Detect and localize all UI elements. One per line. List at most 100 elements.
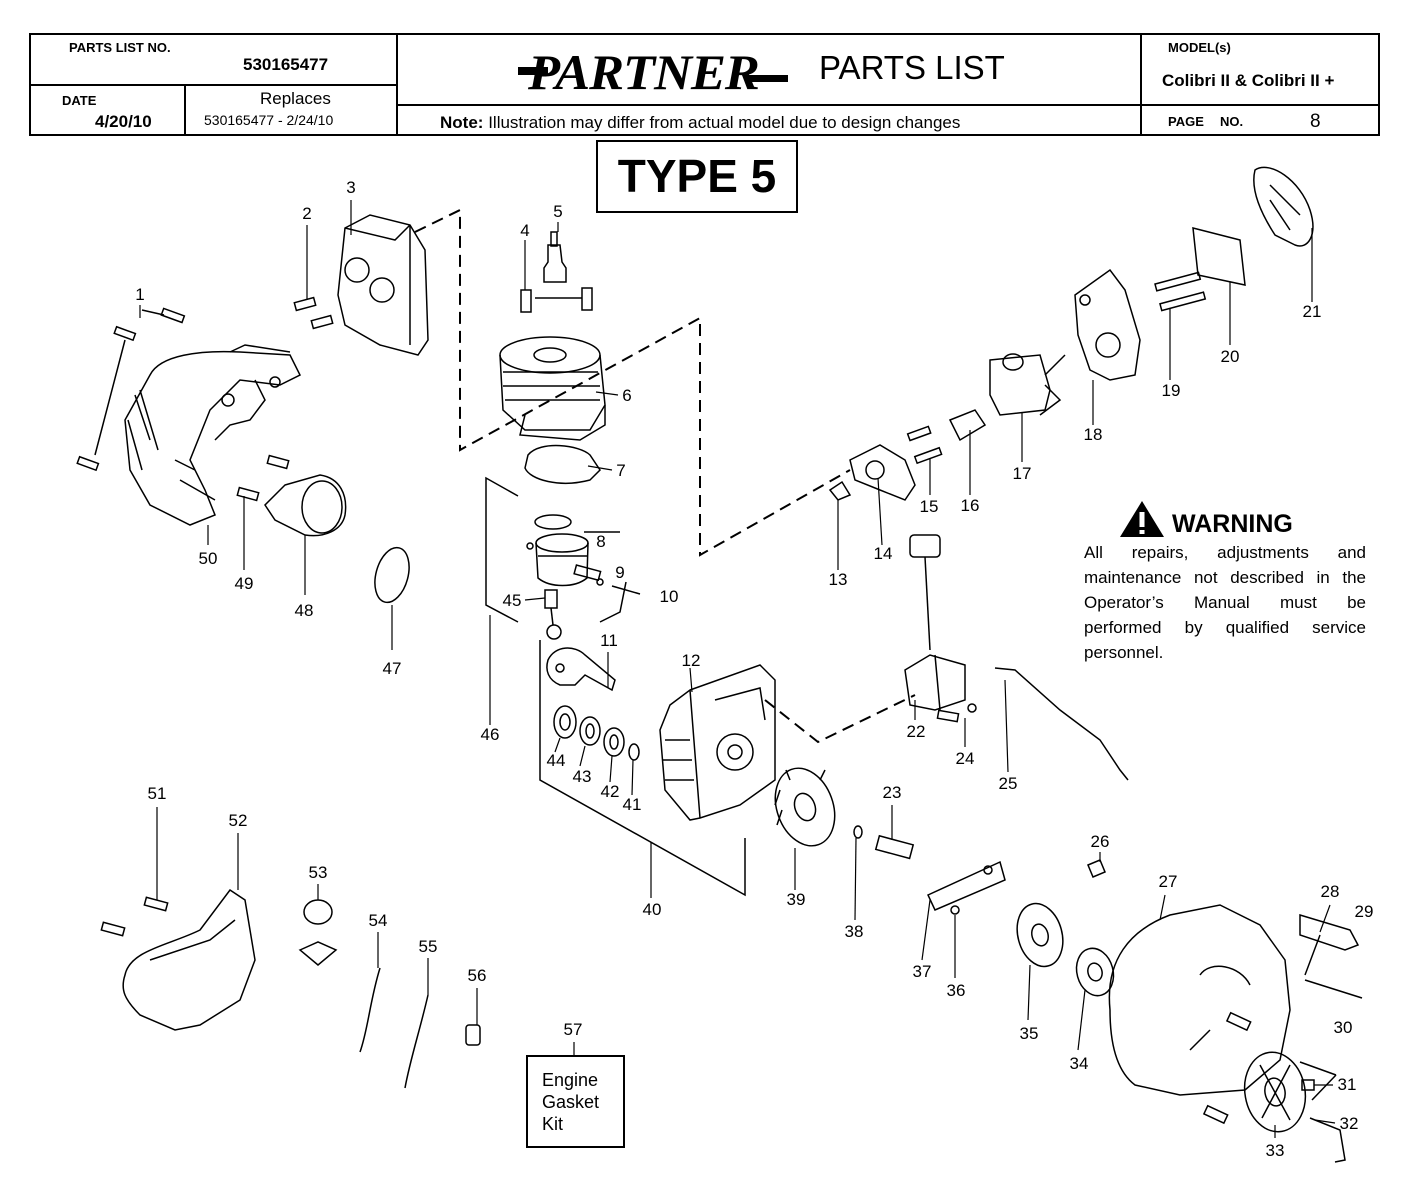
callout-8: 8 (596, 532, 606, 551)
part-23-spacer (874, 834, 915, 860)
part-43-bearing (579, 716, 601, 746)
callout-18: 18 (1083, 425, 1103, 444)
type-label: TYPE 5 (596, 140, 798, 213)
bracket-lines (485, 476, 1363, 1101)
callout-1: 1 (135, 285, 145, 304)
callout-28: 28 (1320, 882, 1340, 901)
callout-33: 33 (1265, 1141, 1285, 1160)
date-value: 4/20/10 (95, 112, 152, 131)
part-26-nut (1087, 859, 1106, 878)
callout-53: 53 (308, 863, 328, 882)
part-20-filter (1192, 227, 1246, 286)
part-1-screws (76, 307, 186, 472)
callout-14: 14 (873, 544, 893, 563)
callout-34: 34 (1069, 1054, 1089, 1073)
note-text: Illustration may differ from actual mode… (488, 113, 961, 132)
part-9-piston-pin (526, 542, 604, 586)
callout-43: 43 (572, 767, 592, 786)
part-6-cylinder (499, 336, 606, 441)
part-34-spring (1075, 947, 1115, 997)
part-42-seal (603, 727, 625, 757)
part-17-carburetor (989, 353, 1066, 416)
part-39-flywheel (774, 767, 836, 847)
part-4-screws (520, 287, 593, 313)
header-table: PARTS LIST NO. 530165477 DATE 4/20/10 Re… (29, 33, 1380, 136)
callout-42: 42 (600, 782, 620, 801)
callout-7: 7 (616, 461, 626, 480)
callout-16: 16 (960, 496, 980, 515)
part-44-bearing (553, 705, 577, 739)
callout-30: 30 (1333, 1018, 1353, 1037)
callout-44: 44 (546, 751, 566, 770)
note-cell: Note: Illustration may differ from actua… (396, 104, 1142, 136)
part-49-screws (236, 454, 290, 502)
callout-46: 46 (480, 725, 500, 744)
part-12-crankcase (659, 664, 776, 821)
callout-40: 40 (642, 900, 662, 919)
part-24-screws (936, 703, 977, 723)
part-38-washer (853, 825, 863, 839)
callout-56: 56 (467, 966, 487, 985)
part-16-gasket (948, 409, 987, 442)
callout-57: 57 (563, 1020, 583, 1039)
part-36-washer (950, 905, 960, 915)
part-3-muffler (337, 214, 429, 356)
callout-26: 26 (1090, 832, 1110, 851)
replaces-value: 530165477 - 2/24/10 (204, 112, 334, 128)
part-52-guard (122, 888, 256, 1031)
callout-22: 22 (906, 722, 926, 741)
callout-23: 23 (882, 783, 902, 802)
part-5-spark-plug (543, 231, 567, 283)
part-22-ignition-module (904, 534, 966, 711)
callout-25: 25 (998, 774, 1018, 793)
part-19-screws (1154, 271, 1207, 312)
part-33-pawl-assembly (1243, 1051, 1307, 1133)
part-53-primer-bulb (298, 899, 338, 966)
callout-41: 41 (622, 795, 642, 814)
callout-52: 52 (228, 811, 248, 830)
part-50-shroud (124, 344, 302, 526)
page-title: PARTS LIST (819, 49, 1005, 86)
callout-11: 11 (600, 631, 618, 650)
callout-45: 45 (502, 591, 522, 610)
part-7-gasket (524, 444, 601, 484)
part-15-screws (906, 425, 943, 465)
page-label: PAGE (1168, 114, 1204, 129)
callout-9: 9 (615, 563, 625, 582)
part-55-fuel-line (404, 994, 429, 1089)
part-11-crankshaft (546, 647, 616, 692)
assembly-dashed-lines (414, 208, 916, 744)
parts-list-no: 530165477 (243, 55, 329, 74)
callout-37: 37 (912, 962, 932, 981)
part-56-fuel-filter (465, 1024, 481, 1046)
part-54-fuel-line (359, 967, 381, 1053)
callout-31: 31 (1337, 1075, 1357, 1094)
note-label: Note: (440, 113, 484, 132)
part-45-needle-bearing (544, 589, 562, 640)
part-13-gasket (828, 480, 852, 501)
leader-lines (139, 200, 1336, 1138)
callout-29: 29 (1354, 902, 1374, 921)
callout-17: 17 (1012, 464, 1032, 483)
callout-47: 47 (382, 659, 402, 678)
page-cell: PAGE NO. 8 (1140, 104, 1380, 136)
engine-gasket-kit-box: Engine Gasket Kit (526, 1055, 625, 1148)
part-47-o-ring (374, 546, 410, 604)
warning-title: WARNING (1172, 510, 1293, 538)
callout-2: 2 (302, 204, 312, 223)
part-25-ground-wire (994, 667, 1129, 781)
date-label: DATE (62, 93, 97, 108)
callout-54: 54 (368, 911, 388, 930)
models-label: MODEL(s) (1168, 40, 1231, 55)
part-51-screws (100, 896, 169, 937)
part-27-starter-housing (1108, 904, 1291, 1125)
part-10-piston (535, 533, 589, 587)
callout-15: 15 (919, 497, 939, 516)
part-2-screws (293, 296, 334, 330)
callout-24: 24 (955, 749, 975, 768)
warning-icon (1120, 501, 1164, 537)
part-32-spring-pin (1309, 1117, 1346, 1163)
part-18-cover (1074, 268, 1141, 381)
callout-10: 10 (659, 587, 679, 606)
